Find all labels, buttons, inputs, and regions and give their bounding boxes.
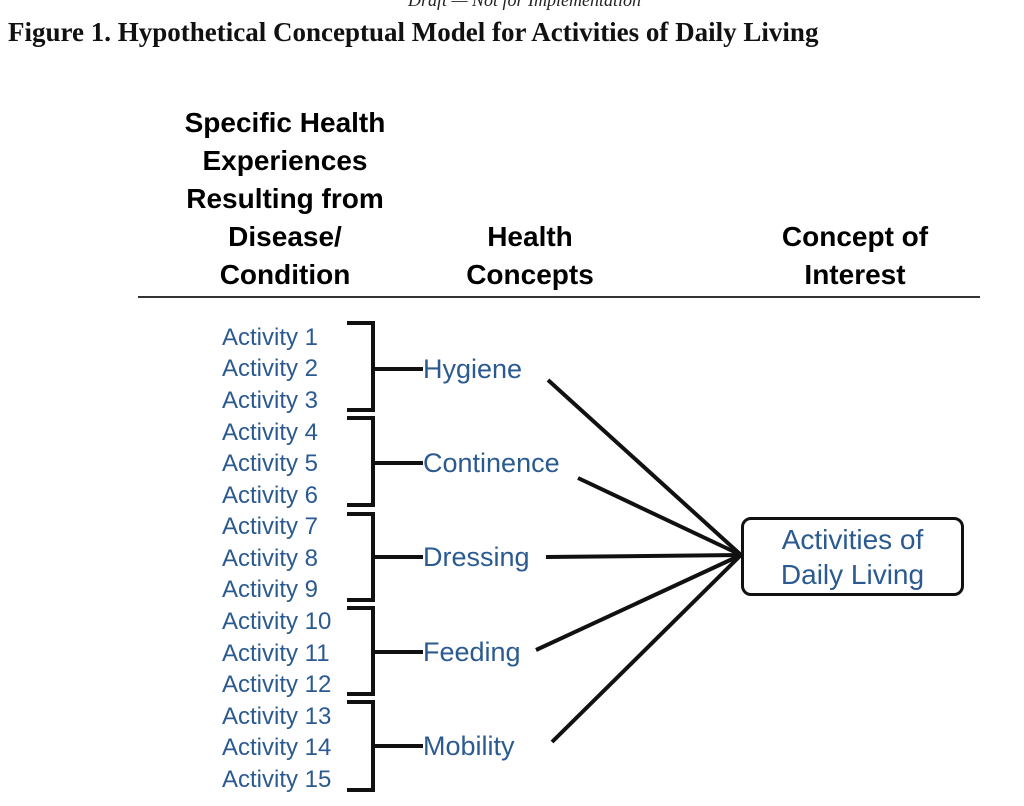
header-experiences-line: Condition [219,259,351,290]
header-experiences-line: Disease/ [228,221,342,252]
activity-label: Activity 15 [222,766,332,793]
header-concept-of-interest: Concept of Interest [740,218,970,294]
bracket-group-4 [347,606,423,696]
header-experiences: Specific Health Experiences Resulting fr… [160,104,410,294]
activity-label: Activity 3 [222,387,319,414]
header-concept-of-interest-line: Interest [804,259,906,290]
connector-mobility [550,553,743,744]
health-concept-feeding: Feeding [423,636,523,668]
activity-label: Activity 2 [222,355,319,382]
activity-label: Activity 9 [222,576,319,603]
concept-of-interest-box: Activities of Daily Living [741,517,964,596]
header-experiences-line: Specific Health [184,107,386,138]
header-health-concepts-line: Concepts [466,259,594,290]
header-health-concepts: Health Concepts [430,218,630,294]
activity-label: Activity 12 [222,671,332,698]
activity-label: Activity 13 [222,703,332,730]
health-concept-mobility: Mobility [423,730,517,762]
health-concept-dressing: Dressing [423,541,532,573]
header-concept-of-interest-line: Concept of [781,221,929,252]
activity-label: Activity 8 [222,545,319,572]
connector-hygiene [546,378,743,557]
header-divider [138,296,980,298]
activity-label: Activity 5 [222,450,319,477]
activity-label: Activity 1 [222,324,319,351]
concept-of-interest-line: Activities of [781,523,924,555]
bracket-group-3 [347,512,423,602]
bracket-group-1 [347,321,423,412]
figure-title: Figure 1. Hypothetical Conceptual Model … [8,17,819,47]
connector-dressing [545,553,742,559]
activity-label: Activity 10 [222,608,332,635]
header-experiences-line: Resulting from [186,183,384,214]
header-experiences-line: Experiences [202,145,368,176]
connector-feeding [535,553,742,652]
activity-label: Activity 4 [222,419,319,446]
concept-of-interest-line: Daily Living [780,558,925,590]
connector-continence [577,476,742,557]
health-concept-hygiene: Hygiene [423,353,525,385]
activity-label: Activity 14 [222,734,332,761]
draft-watermark: Draft — Not for Implementation [408,0,641,10]
activity-label: Activity 6 [222,482,319,509]
health-concept-continence: Continence [423,447,562,479]
bracket-group-5 [347,700,423,792]
bracket-group-2 [347,416,423,507]
activity-label: Activity 11 [222,640,330,667]
activity-label: Activity 7 [222,513,319,540]
header-health-concepts-line: Health [487,221,573,252]
